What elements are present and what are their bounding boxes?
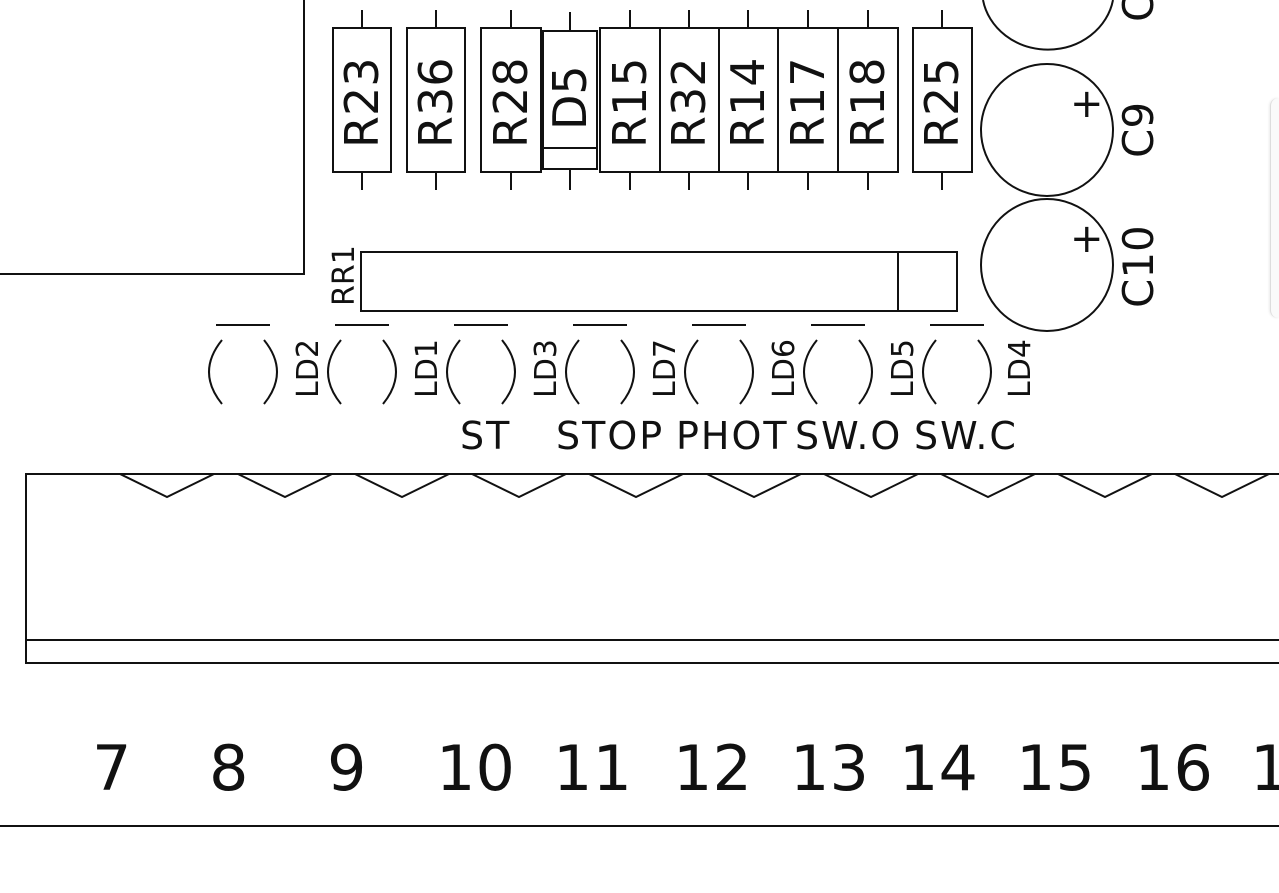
led-label: LD6 (767, 339, 802, 398)
led-ld6: LD6 (684, 324, 802, 405)
capacitor-label: C (1114, 0, 1163, 22)
function-label-sw-c: SW.C (914, 414, 1018, 458)
function-label-phot: PHOT (676, 414, 789, 458)
led-label: LD2 (291, 339, 326, 398)
led-label: LD7 (648, 339, 683, 398)
terminal-number: 11 (553, 732, 632, 805)
led-label: LD4 (1003, 339, 1038, 398)
resistor-label: R15 (603, 58, 657, 149)
resistor-array-rr1: RR1 (327, 245, 958, 312)
polarity-mark: + (1070, 216, 1104, 262)
resistor-label: R23 (335, 58, 389, 149)
terminal-number: 7 (92, 732, 131, 805)
function-label-sw-o: SW.O (795, 414, 902, 458)
resistor-label: R14 (721, 58, 775, 149)
led-ld1: LD1 (327, 324, 445, 405)
capacitor-c10: + C10 (980, 198, 1163, 332)
resistor-label: R18 (841, 58, 895, 149)
led-ld3: LD3 (446, 324, 564, 405)
diode-label: D5 (543, 65, 597, 130)
resistor-label: R32 (662, 58, 716, 149)
led-ld2: LD2 (208, 324, 326, 405)
terminal-number: 9 (327, 732, 366, 805)
resistor-r15: R15 (599, 10, 661, 190)
capacitor-c9: + C9 (980, 63, 1163, 197)
resistor-r17: R17 (777, 10, 839, 190)
polarity-mark: + (1070, 81, 1104, 127)
led-ld4: LD4 (922, 324, 1038, 405)
led-row: LD2 LD1 LD3 LD7 LD6 (208, 324, 1038, 405)
resistor-r25: R25 (912, 10, 973, 190)
led-ld7: LD7 (565, 324, 683, 405)
resistor-row: R23 R36 R28 D5 R15 (332, 10, 973, 190)
terminal-number: 12 (673, 732, 752, 805)
terminal-number: 1 (1250, 732, 1279, 805)
diode-d5: D5 (542, 12, 598, 190)
resistor-label: R36 (409, 58, 463, 149)
resistor-r36: R36 (406, 10, 466, 190)
led-label: LD5 (886, 339, 921, 398)
function-label-stop: STOP (556, 414, 664, 458)
led-label: LD1 (410, 339, 445, 398)
scroll-handle[interactable] (1270, 98, 1279, 318)
resistor-array-label: RR1 (327, 245, 362, 306)
terminal-numbers: 7 8 9 10 11 12 13 14 15 16 1 (92, 732, 1279, 805)
resistor-r28: R28 (480, 10, 542, 190)
terminal-number: 13 (790, 732, 869, 805)
terminal-block (25, 473, 1279, 664)
terminal-number: 10 (436, 732, 515, 805)
function-label-st: ST (460, 414, 511, 458)
led-ld5: LD5 (803, 324, 921, 405)
function-labels: ST STOP PHOT SW.O SW.C (460, 414, 1018, 458)
led-label: LD3 (529, 339, 564, 398)
resistor-label: R17 (781, 58, 835, 149)
terminal-number: 16 (1134, 732, 1213, 805)
terminal-number: 8 (209, 732, 248, 805)
terminal-number: 14 (899, 732, 978, 805)
resistor-label: R28 (484, 58, 538, 149)
capacitor-label: C9 (1114, 102, 1163, 158)
resistor-r18: R18 (837, 10, 899, 190)
resistor-r23: R23 (332, 10, 392, 190)
ic-outline (0, 0, 305, 275)
terminal-number: 15 (1016, 732, 1095, 805)
resistor-r14: R14 (718, 10, 779, 190)
resistor-label: R25 (915, 58, 969, 149)
resistor-r32: R32 (659, 10, 720, 190)
capacitor-top-partial: C (982, 0, 1163, 51)
capacitor-label: C10 (1114, 225, 1163, 308)
